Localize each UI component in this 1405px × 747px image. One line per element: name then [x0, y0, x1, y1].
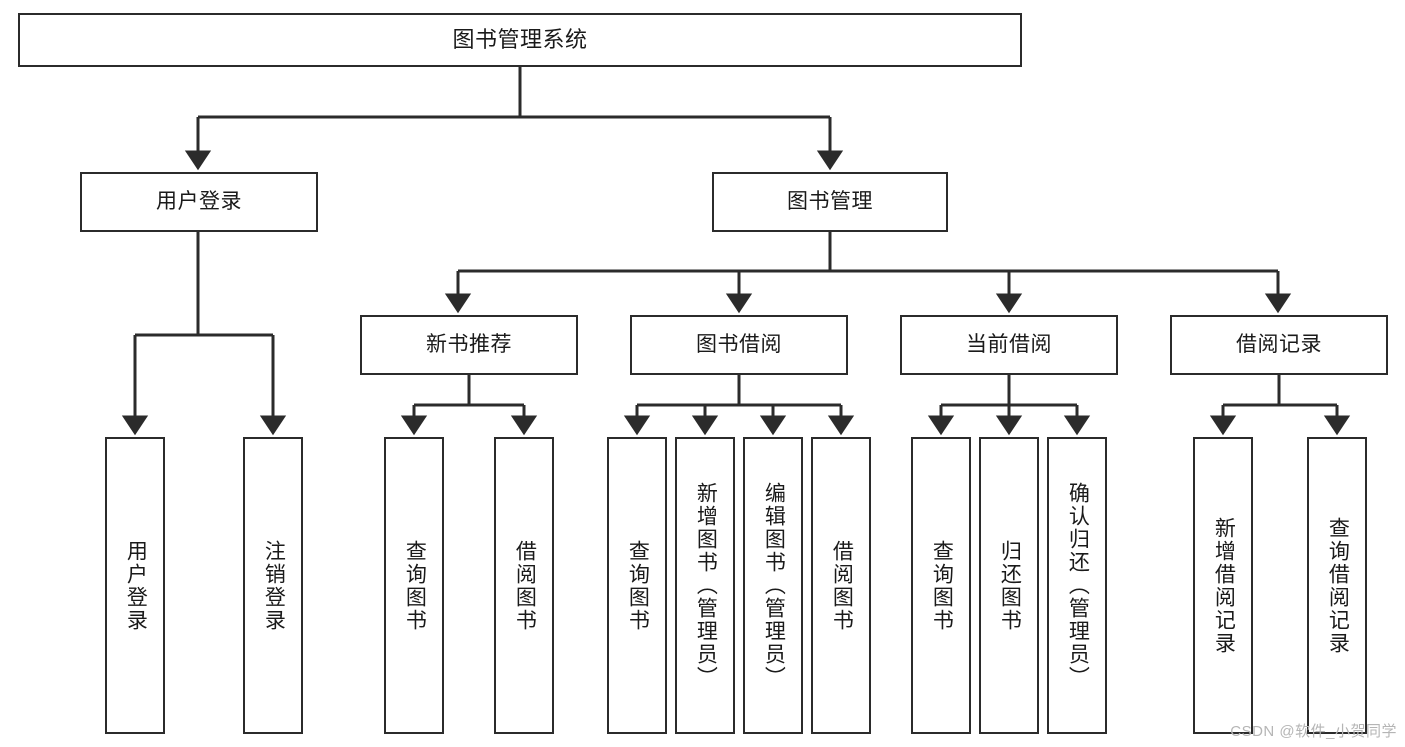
leaf-user-login-label: 用户登录: [124, 539, 148, 632]
leaf-query-book-recommend-label: 查询图书: [403, 539, 427, 632]
leaf-query-book-recommend[interactable]: 查询图书: [384, 437, 444, 734]
node-user-login-label: 用户登录: [156, 189, 242, 213]
leaf-confirm-return[interactable]: 确认归还（管理员）: [1047, 437, 1107, 734]
leaf-borrow-book[interactable]: 借阅图书: [811, 437, 871, 734]
node-user-login[interactable]: 用户登录: [80, 172, 318, 232]
leaf-edit-book[interactable]: 编辑图书（管理员）: [743, 437, 803, 734]
node-root[interactable]: 图书管理系统: [18, 13, 1022, 67]
node-book-manage[interactable]: 图书管理: [712, 172, 948, 232]
leaf-borrow-book-recommend[interactable]: 借阅图书: [494, 437, 554, 734]
leaf-return-book[interactable]: 归还图书: [979, 437, 1039, 734]
node-book-borrow[interactable]: 图书借阅: [630, 315, 848, 375]
node-current-borrow[interactable]: 当前借阅: [900, 315, 1118, 375]
watermark: CSDN @软件_小贺同学: [1230, 723, 1397, 740]
leaf-query-borrow-record-label: 查询借阅记录: [1326, 516, 1350, 655]
leaf-user-login[interactable]: 用户登录: [105, 437, 165, 734]
leaf-query-book-borrow[interactable]: 查询图书: [607, 437, 667, 734]
node-book-manage-label: 图书管理: [787, 189, 873, 213]
node-borrow-record-label: 借阅记录: [1236, 332, 1322, 356]
node-borrow-record[interactable]: 借阅记录: [1170, 315, 1388, 375]
leaf-edit-book-label: 编辑图书（管理员）: [762, 482, 786, 689]
leaf-borrow-book-recommend-label: 借阅图书: [513, 539, 537, 632]
leaf-query-book-current-label: 查询图书: [930, 539, 954, 632]
leaf-borrow-book-label: 借阅图书: [830, 539, 854, 632]
leaf-query-book-current[interactable]: 查询图书: [911, 437, 971, 734]
node-root-label: 图书管理系统: [452, 26, 588, 52]
leaf-return-book-label: 归还图书: [998, 539, 1022, 632]
leaf-query-book-borrow-label: 查询图书: [626, 539, 650, 632]
node-new-book-recommend-label: 新书推荐: [426, 332, 512, 356]
node-book-borrow-label: 图书借阅: [696, 332, 782, 356]
leaf-confirm-return-label: 确认归还（管理员）: [1066, 482, 1090, 689]
leaf-add-borrow-record-label: 新增借阅记录: [1212, 516, 1236, 655]
node-current-borrow-label: 当前借阅: [966, 332, 1052, 356]
leaf-add-book[interactable]: 新增图书（管理员）: [675, 437, 735, 734]
leaf-logout[interactable]: 注销登录: [243, 437, 303, 734]
leaf-logout-label: 注销登录: [262, 539, 286, 632]
leaf-query-borrow-record[interactable]: 查询借阅记录: [1307, 437, 1367, 734]
leaf-add-borrow-record[interactable]: 新增借阅记录: [1193, 437, 1253, 734]
leaf-add-book-label: 新增图书（管理员）: [694, 482, 718, 689]
node-new-book-recommend[interactable]: 新书推荐: [360, 315, 578, 375]
